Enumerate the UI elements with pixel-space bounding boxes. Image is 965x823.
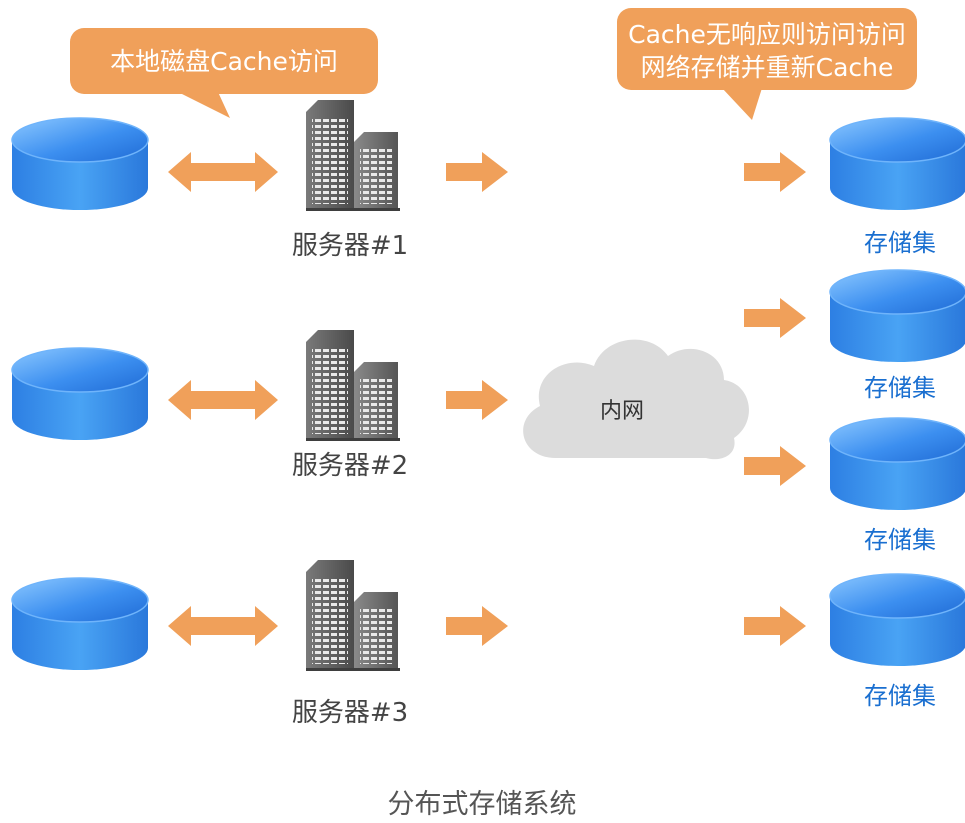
local-cache-callout: 本地磁盘Cache访问: [70, 28, 378, 118]
storage-set-label-3: 存储集: [864, 526, 936, 554]
right-arrow-icon: [744, 446, 806, 486]
local-cache-callout-text: 本地磁盘Cache访问: [110, 47, 338, 76]
server-label-3: 服务器#3: [292, 698, 408, 728]
server-building-icon: [306, 330, 400, 441]
server-label-2: 服务器#2: [292, 451, 408, 481]
local-disk-icon: [11, 347, 149, 441]
network-label: 内网: [600, 399, 644, 424]
server-label-1: 服务器#1: [292, 231, 408, 261]
right-arrow-icon: [446, 380, 508, 420]
storage-set-disk-icon: [829, 417, 965, 511]
double-arrow-icon: [168, 152, 278, 192]
cloud-icon: 内网: [523, 339, 749, 460]
storage-set-label-2: 存储集: [864, 374, 936, 402]
storage-set-label-4: 存储集: [864, 682, 936, 710]
server-building-icon: [306, 100, 400, 211]
double-arrow-icon: [168, 606, 278, 646]
double-arrow-icon: [168, 380, 278, 420]
local-disk-icon: [11, 117, 149, 211]
server-building-icon: [306, 560, 400, 671]
fallback-callout-line2: 网络存储并重新Cache: [641, 53, 894, 82]
right-arrow-icon: [744, 152, 806, 192]
right-arrow-icon: [446, 152, 508, 192]
right-arrow-icon: [744, 606, 806, 646]
fallback-callout: Cache无响应则访问访问 网络存储并重新Cache: [617, 8, 917, 120]
right-arrow-icon: [446, 606, 508, 646]
storage-set-disk-icon: [829, 117, 965, 211]
storage-set-label-1: 存储集: [864, 229, 936, 257]
right-arrow-icon: [744, 298, 806, 338]
diagram-caption: 分布式存储系统: [388, 789, 577, 820]
storage-set-disk-icon: [829, 573, 965, 667]
fallback-callout-line1: Cache无响应则访问访问: [628, 20, 906, 49]
local-disk-icon: [11, 577, 149, 671]
storage-set-disk-icon: [829, 269, 965, 363]
